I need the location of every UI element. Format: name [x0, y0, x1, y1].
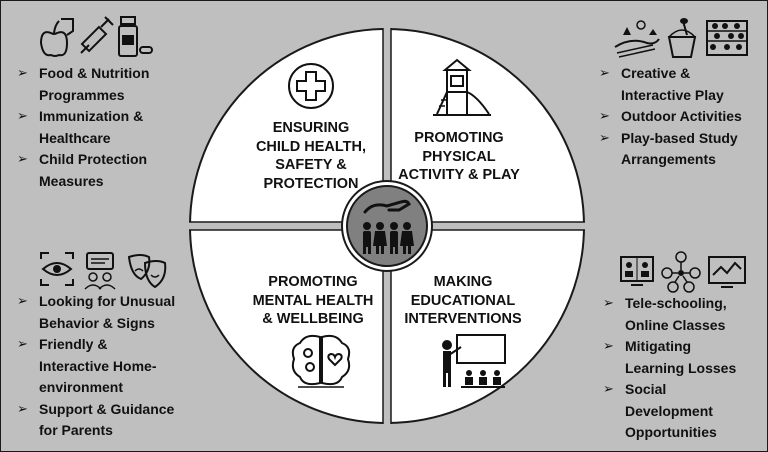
list-item-line: Interactive Home-: [39, 357, 157, 374]
bottom-right-list: Tele-schooling, Online Classes Mitigatin…: [603, 293, 736, 444]
list-item: Play-based Study Arrangements: [599, 128, 742, 171]
signal-display-icon: [708, 256, 746, 288]
list-item-line: Online Classes: [625, 316, 726, 333]
quadrant-label-health-safety: ENSURING CHILD HEALTH, SAFETY & PROTECTI…: [241, 119, 381, 193]
top-right-list: Creative & Interactive Play Outdoor Acti…: [599, 63, 742, 171]
hand-protecting-children-icon: [341, 180, 433, 272]
label-line: EDUCATIONAL: [410, 292, 516, 309]
list-item-line: Healthcare: [39, 129, 111, 146]
label-line: MAKING: [433, 274, 493, 290]
top-left-list: Food & Nutrition Programmes Immunization…: [17, 63, 149, 192]
label-line: ACTIVITY & PLAY: [398, 167, 520, 183]
list-item-line: Social: [625, 381, 667, 397]
list-item-line: Programmes: [39, 86, 125, 103]
bottom-right-corner-icons: [617, 249, 751, 293]
syringe-icon: [80, 16, 114, 54]
list-item-line: Support & Guidance: [39, 400, 175, 417]
bottom-left-list: Looking for Unusual Behavior & Signs Fri…: [17, 291, 175, 442]
list-item-line: Immunization &: [39, 108, 144, 124]
label-line: SAFETY &: [275, 157, 347, 173]
list-item-line: Play-based Study: [621, 129, 738, 146]
list-item-line: Interactive Play: [621, 86, 724, 103]
list-item-line: Friendly &: [39, 336, 108, 352]
label-line: PROTECTION: [263, 175, 359, 192]
medical-cross-icon: [288, 63, 334, 109]
list-item: Immunization & Healthcare: [17, 106, 149, 149]
teacher-board-icon: [442, 334, 506, 388]
list-item-line: for Parents: [39, 422, 113, 438]
label-line: ENSURING: [272, 120, 350, 136]
list-item: Child Protection Measures: [17, 149, 149, 192]
list-item-line: Arrangements: [621, 151, 716, 167]
list-item-line: Opportunities: [625, 424, 717, 440]
list-item-line: Behavior & Signs: [39, 314, 155, 331]
list-item: Food & Nutrition Programmes: [17, 63, 149, 106]
farm-landscape-icon: [614, 20, 660, 58]
theatre-masks-icon: [127, 254, 167, 289]
list-item: Support & Guidance for Parents: [17, 399, 175, 442]
list-item-line: Food & Nutrition: [39, 65, 150, 81]
label-line: INTERVENTIONS: [404, 311, 522, 327]
abacus-icon: [706, 20, 748, 56]
list-item-line: Measures: [39, 172, 104, 189]
list-item-line: Outdoor Activities: [621, 108, 742, 124]
quadrant-label-physical-activity: PROMOTING PHYSICAL ACTIVITY & PLAY: [389, 129, 529, 185]
list-item-line: Child Protection: [39, 151, 148, 167]
top-left-corner-icons: [37, 13, 157, 61]
label-line: & WELLBEING: [262, 311, 364, 327]
list-item-line: Tele-schooling,: [625, 295, 727, 311]
list-item: Outdoor Activities: [599, 106, 742, 128]
list-item-line: environment: [39, 379, 124, 395]
list-item-line: Development: [625, 402, 713, 419]
quadrant-label-mental-health: PROMOTING MENTAL HEALTH & WELLBEING: [243, 273, 383, 329]
list-item: Mitigating Learning Losses: [603, 336, 736, 379]
quadrant-label-educational: MAKING EDUCATIONAL INTERVENTIONS: [393, 273, 533, 329]
list-item-line: Mitigating: [625, 338, 692, 354]
label-line: CHILD HEALTH,: [255, 138, 367, 155]
list-item: Looking for Unusual Behavior & Signs: [17, 291, 175, 334]
brain-heart-icon: [291, 334, 351, 388]
label-line: PHYSICAL: [422, 148, 496, 165]
apple-icon: [39, 18, 74, 57]
watchful-eye-icon: [40, 252, 74, 286]
sand-bucket-icon: [667, 18, 697, 58]
label-line: PROMOTING: [268, 274, 358, 290]
top-right-corner-icons: [613, 17, 753, 59]
list-item-line: Learning Losses: [625, 359, 737, 376]
label-line: PROMOTING: [414, 130, 504, 146]
playground-slide-icon: [433, 58, 491, 116]
list-item: Creative & Interactive Play: [599, 63, 742, 106]
list-item-line: Looking for Unusual: [39, 293, 176, 309]
list-item: Tele-schooling, Online Classes: [603, 293, 736, 336]
list-item: Social Development Opportunities: [603, 379, 736, 444]
online-class-icon: [620, 256, 654, 286]
bottom-left-corner-icons: [35, 249, 175, 293]
medicine-bottle-icon: [118, 16, 153, 57]
list-item: Friendly & Interactive Home- environment: [17, 334, 175, 399]
chat-bubbles-icon: [84, 252, 116, 290]
social-network-icon: [661, 251, 701, 293]
list-item-line: Creative &: [621, 65, 691, 81]
label-line: MENTAL HEALTH: [252, 292, 374, 309]
